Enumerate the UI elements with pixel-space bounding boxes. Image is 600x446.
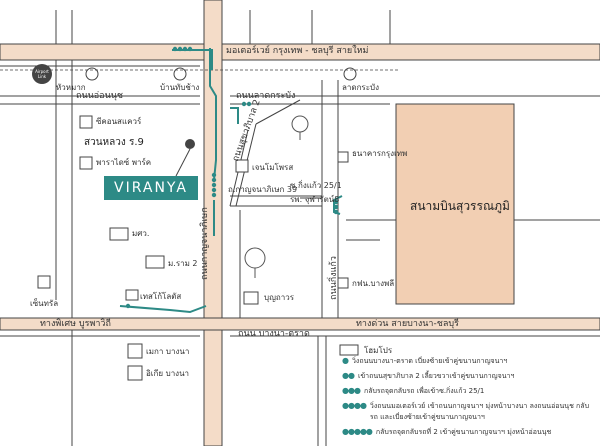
park-trees xyxy=(244,115,309,278)
motorway-road xyxy=(0,43,600,61)
label-bang-na-trad-road: ถนน บางนา-ตราด xyxy=(238,329,310,339)
motorway-label: มอเตอร์เวย์ กรุงเทพ - ชลบุรี สายใหม่ xyxy=(226,46,369,56)
label-ikea: อิเกีย บางนา xyxy=(146,369,190,378)
label-soi-25-1: ซ.กิ่งแก้ว 25/1 xyxy=(290,181,342,190)
label-burapha-road: ทางพิเศษ บูรพาวิถี xyxy=(40,319,111,329)
label-on-nut-road: ถนนอ่อนนุช xyxy=(76,91,123,101)
label-ram2: ม.ราม 2 xyxy=(168,259,198,268)
route-line xyxy=(119,305,207,314)
local-road xyxy=(255,99,301,125)
label-ban-thap-chang: บ้านทับช้าง xyxy=(160,83,200,92)
legend-item: ●●●กลับรถจุดกลับรถ เพื่อเข้าซ.กิ่งแก้ว 2… xyxy=(342,386,485,395)
label-hua-mak: หัวหมาก xyxy=(56,83,86,92)
label-lat-krabang: ลาดกระบัง xyxy=(342,83,380,92)
legend-item: ●●●●●กลับรถจุดกลับรถที่ 2 เข้าคู่ขนานกาญ… xyxy=(342,427,552,436)
label-mega: เมกา บางนา xyxy=(146,347,190,356)
building-icons xyxy=(37,115,359,381)
label-lat-krabang-road: ถนนลาดกระบัง xyxy=(236,91,296,101)
viranya-logo: VIRANYA xyxy=(104,176,198,200)
label-bang-na-expressway: ทางด่วน สายบางนา-ชลบุรี xyxy=(356,319,459,329)
label-thai-city: เทสโก้โลตัส xyxy=(140,292,182,301)
route-markers xyxy=(125,46,339,309)
label-seacon: ซีคอนสแควร์ xyxy=(96,117,142,126)
label-pea: กฟน.บางพลี xyxy=(352,279,395,288)
label-bkk-bank: ธนาคารกรุงเทพ xyxy=(352,149,408,158)
label-kanchana-39: ถ.กาญจนาภิเษก 39 xyxy=(228,185,298,194)
label-hospital: รพ. จุฬารัตน์8 xyxy=(290,195,340,204)
route-line xyxy=(209,48,217,181)
route-line xyxy=(230,107,239,124)
label-chanchai: เจนโมโพรส xyxy=(252,163,294,172)
airport-area xyxy=(395,103,515,305)
label-suan-luang: สวนหลวง ร.9 xyxy=(84,137,144,148)
label-airport: สนามบินสุวรรณภูมิ xyxy=(410,199,510,213)
route-legend: ●วิ่งถนนบางนา-ตราด เบี่ยงซ้ายเข้าคู่ขนาน… xyxy=(342,356,592,442)
label-home-pro: โฮมโปร xyxy=(364,346,393,355)
project-pin xyxy=(185,139,195,149)
label-paradise: พาราไดซ์ พาร์ค xyxy=(96,158,152,167)
label-mahidol: มศว. xyxy=(132,229,150,238)
legend-item: ●●●●วิ่งถนนมอเตอร์เวย์ เข้าถนนกาญจนาฯ มุ… xyxy=(342,401,590,421)
label-kanchana-road: ถนนกาญจนาภิเษก xyxy=(200,207,210,280)
station-icons xyxy=(85,67,357,81)
label-bunthawon: บุญถาวร xyxy=(264,293,295,302)
airport-link-icon: Airport Link xyxy=(32,64,52,84)
legend-item: ●●เข้าถนนสุขาภิบาล 2 เลี้ยวขวาเข้าคู่ขนา… xyxy=(342,371,515,380)
label-kingkaew-road: ถนนกิ่งแก้ว xyxy=(329,256,339,300)
label-centrum: เซ็นทรัล xyxy=(30,299,59,308)
legend-item: ●วิ่งถนนบางนา-ตราด เบี่ยงซ้ายเข้าคู่ขนาน… xyxy=(342,356,508,365)
burapha-road xyxy=(0,317,600,331)
